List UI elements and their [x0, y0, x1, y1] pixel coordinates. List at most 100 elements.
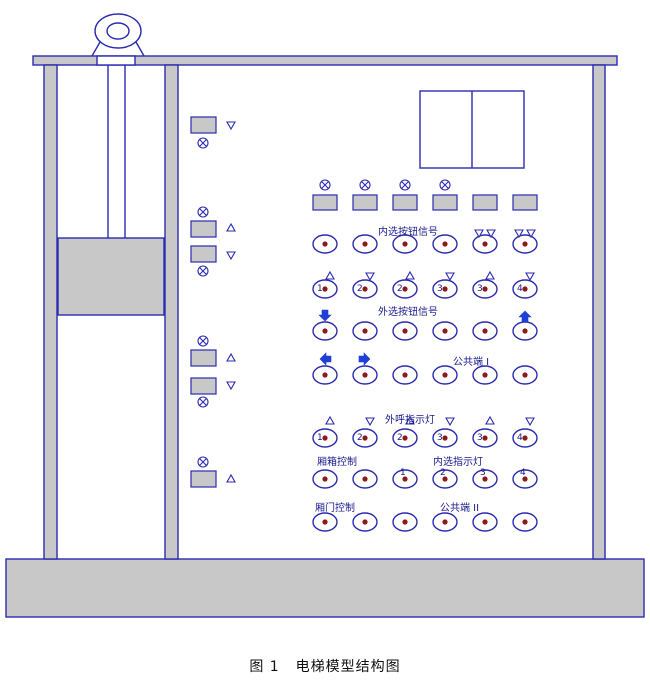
- panel-switch-box-6: [512, 194, 538, 211]
- terminal-number: 3: [437, 433, 443, 443]
- floor1-up-triangle: [226, 473, 236, 483]
- terminal-calllamp-3: [392, 428, 418, 448]
- terminal-number: 2: [397, 433, 403, 443]
- terminal-number: 2: [440, 468, 446, 478]
- floor3-up-triangle: [226, 222, 236, 232]
- terminal-calllamp-2: [352, 428, 378, 448]
- door-close-left-triangle: [514, 229, 524, 239]
- pulley-support-left: [91, 41, 101, 57]
- terminal-common2-5: [472, 512, 498, 532]
- terminal-extsignal-1: [312, 321, 338, 341]
- terminal-number: 1: [317, 284, 323, 294]
- floor2-lamp-down: [197, 396, 209, 408]
- terminal-number: 3: [480, 468, 486, 478]
- terminal-internal-4: [432, 234, 458, 254]
- terminal-common1-4: [432, 365, 458, 385]
- terminal-external-6: [512, 279, 538, 299]
- terminal-internal-3: [392, 234, 418, 254]
- terminal-cabin-3: [392, 469, 418, 489]
- arrow-right-block: [358, 352, 371, 366]
- arrow-left-block: [319, 352, 332, 366]
- terminal-common1-1: [312, 365, 338, 385]
- terminal-external-1: [312, 279, 338, 299]
- terminal-number: 3: [477, 433, 483, 443]
- terminal-number: 2: [397, 284, 403, 294]
- call-lamp-triangle-6: [525, 417, 535, 427]
- call-lamp-triangle-1: [325, 415, 335, 425]
- indicator-lamp-1: [319, 179, 331, 191]
- terminal-common2-6: [512, 512, 538, 532]
- floor3-call-box-down: [190, 245, 217, 263]
- terminal-calllamp-4: [432, 428, 458, 448]
- arrow-up-block: [518, 310, 532, 323]
- label-external-button-signal: 外选按钮信号: [378, 305, 438, 318]
- terminal-common1-2: [352, 365, 378, 385]
- terminal-external-2: [352, 279, 378, 299]
- call-lamp-triangle-5: [485, 415, 495, 425]
- middle-pillar: [164, 64, 179, 560]
- pulley-support-right: [135, 41, 145, 57]
- terminal-common2-4: [432, 512, 458, 532]
- panel-switch-box-4: [432, 194, 458, 211]
- terminal-internal-6: [512, 234, 538, 254]
- ext-button-triangle-5: [485, 270, 495, 280]
- door-close-right-triangle: [526, 229, 536, 239]
- call-lamp-triangle-4: [445, 417, 455, 427]
- terminal-common1-6: [512, 365, 538, 385]
- terminal-calllamp-6: [512, 428, 538, 448]
- floor3-lamp-down: [197, 265, 209, 277]
- label-common-terminal-1: 公共端 I: [453, 355, 489, 368]
- left-pillar: [43, 64, 58, 560]
- arrow-down-block: [318, 309, 332, 322]
- indicator-lamp-4: [439, 179, 451, 191]
- right-pillar: [592, 64, 606, 560]
- terminal-calllamp-1: [312, 428, 338, 448]
- terminal-calllamp-5: [472, 428, 498, 448]
- panel-switch-box-3: [392, 194, 418, 211]
- pulley-inner: [106, 22, 130, 40]
- panel-switch-box-5: [472, 194, 498, 211]
- label-door-control: 厢门控制: [315, 501, 355, 514]
- floor2-call-box-up: [190, 349, 217, 367]
- terminal-number: 4: [520, 468, 526, 478]
- figure-title: 电梯模型结构图: [295, 659, 401, 675]
- ext-button-triangle-6: [525, 272, 535, 282]
- pulley-mount: [96, 55, 136, 66]
- floor3-down-triangle: [226, 251, 236, 261]
- panel-switch-box-1: [312, 194, 338, 211]
- terminal-internal-2: [352, 234, 378, 254]
- terminal-cabin-6: [512, 469, 538, 489]
- terminal-extsignal-2: [352, 321, 378, 341]
- door-open-left-triangle: [474, 229, 484, 239]
- terminal-common1-5: [472, 365, 498, 385]
- terminal-number: 2: [357, 284, 363, 294]
- terminal-number: 3: [477, 284, 483, 294]
- door-open-right-triangle: [486, 229, 496, 239]
- terminal-number: 1: [400, 468, 406, 478]
- floor2-up-triangle: [226, 352, 236, 362]
- terminal-external-4: [432, 279, 458, 299]
- terminal-common2-1: [312, 512, 338, 532]
- label-external-call-lamp: 外呼指示灯: [385, 413, 435, 426]
- terminal-cabin-4: [432, 469, 458, 489]
- call-lamp-triangle-3: [405, 415, 415, 425]
- call-lamp-triangle-2: [365, 417, 375, 427]
- terminal-extsignal-6: [512, 321, 538, 341]
- label-common-terminal-2: 公共端 II: [440, 501, 479, 514]
- terminal-number: 2: [357, 433, 363, 443]
- ext-button-triangle-4: [445, 272, 455, 282]
- indicator-lamp-3: [399, 179, 411, 191]
- label-internal-button-signal: 内选按钮信号: [378, 225, 438, 238]
- frame-structure: [5, 13, 645, 618]
- floor3-lamp-up: [197, 206, 209, 218]
- terminal-external-5: [472, 279, 498, 299]
- ext-button-triangle-1: [325, 270, 335, 280]
- label-internal-select-lamp: 内选指示灯: [433, 455, 483, 468]
- terminal-external-3: [392, 279, 418, 299]
- terminal-common1-3: [392, 365, 418, 385]
- panel-labels: 内选按钮信号 外选按钮信号 公共端 I 外呼指示灯 厢箱控制 内选指示灯 厢门控…: [315, 225, 489, 514]
- terminal-number: 3: [437, 284, 443, 294]
- floor4-down-triangle: [226, 121, 236, 131]
- terminal-extsignal-5: [472, 321, 498, 341]
